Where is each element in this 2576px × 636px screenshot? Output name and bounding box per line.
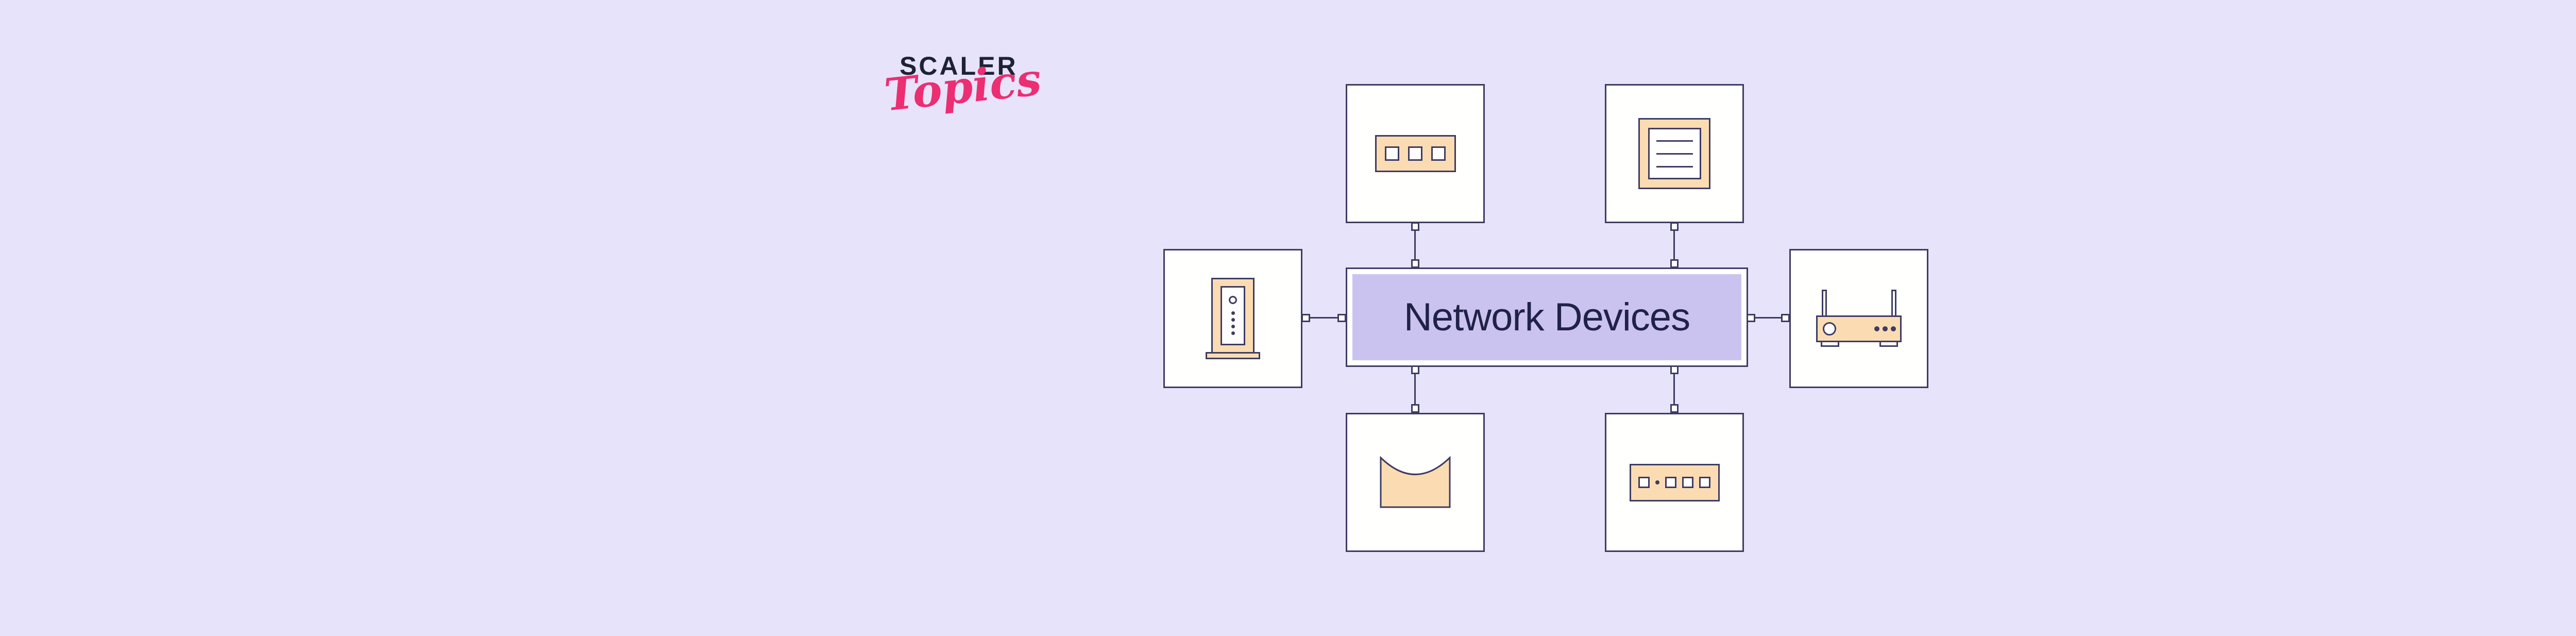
switch-port [1408, 146, 1422, 161]
connector-line [1414, 374, 1416, 405]
modem-status-dot [1231, 325, 1235, 328]
network-switch-icon [1375, 135, 1456, 172]
connector-line [1755, 317, 1782, 319]
device-node-access-point [1605, 84, 1744, 223]
modem-icon [1206, 278, 1260, 359]
device-node-hub [1346, 413, 1485, 552]
device-node-modem [1163, 249, 1302, 388]
connector-stub [1301, 314, 1310, 322]
panel-line [1656, 153, 1693, 155]
device-node-bridge [1605, 413, 1744, 552]
router-antenna [1891, 290, 1896, 317]
modem-status-dot [1231, 311, 1235, 315]
hub-icon [1380, 456, 1451, 508]
connector-line [1310, 317, 1338, 319]
modem-body [1211, 278, 1255, 354]
device-node-switch [1346, 84, 1485, 223]
switch-port [1385, 146, 1399, 161]
router-icon [1816, 290, 1902, 347]
modem-power-ring [1229, 296, 1237, 304]
router-power-circle [1823, 322, 1836, 336]
router-status-dot [1891, 326, 1896, 331]
connector-stub [1781, 314, 1790, 322]
logo-brand-text: SCALER [900, 52, 1018, 80]
connector-stub [1337, 314, 1346, 322]
connector-line [1673, 374, 1675, 405]
bridge-port [1638, 477, 1650, 488]
center-node-label: Network Devices [1352, 274, 1741, 360]
switch-port [1431, 146, 1446, 161]
bridge-port [1665, 477, 1676, 488]
router-status-dots [1874, 326, 1896, 331]
modem-status-dot [1231, 331, 1235, 335]
panel-line [1656, 140, 1693, 142]
connector-stub [1670, 259, 1679, 268]
access-point-panel [1648, 128, 1701, 179]
connector-stub [1670, 404, 1679, 413]
connector-stub [1670, 222, 1679, 231]
connector-stub [1411, 222, 1419, 231]
router-status-dot [1883, 326, 1888, 331]
modem-status-dot [1231, 318, 1235, 322]
connector-stub [1411, 404, 1419, 413]
router-foot [1821, 341, 1839, 347]
bridge-port [1682, 477, 1693, 488]
router-foot [1879, 341, 1898, 347]
bridge-icon [1629, 463, 1720, 501]
modem-front-panel [1221, 286, 1245, 345]
connector-line [1673, 230, 1675, 260]
connector-stub [1411, 259, 1419, 268]
router-antenna [1822, 290, 1827, 317]
bridge-dot [1655, 480, 1659, 484]
device-node-router [1789, 249, 1928, 388]
panel-line [1656, 165, 1693, 168]
connector-line [1414, 230, 1416, 260]
center-node: Network Devices [1346, 267, 1748, 367]
bridge-port [1699, 477, 1710, 488]
access-point-icon [1638, 118, 1710, 189]
router-status-dot [1874, 326, 1879, 331]
